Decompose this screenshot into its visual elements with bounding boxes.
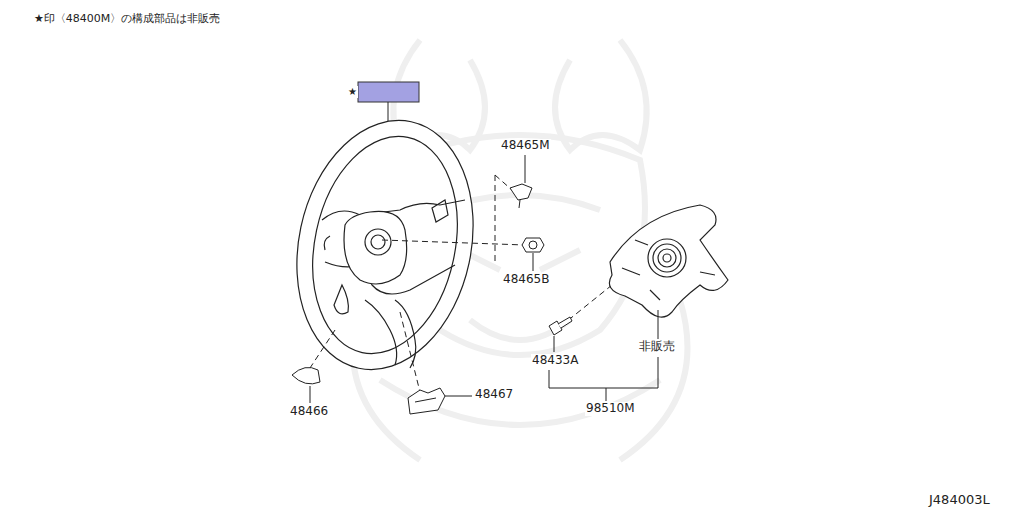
leader-line <box>310 386 311 403</box>
nut <box>522 238 544 252</box>
star-mark: ★ <box>347 86 358 98</box>
not-sold-note: 非販売 <box>638 340 676 354</box>
leader-line <box>533 253 534 271</box>
note-text: ★印〈48400M〉の構成部品は非販売 <box>33 13 221 26</box>
callout-number: 48466 <box>289 405 329 419</box>
callout-number: 98510M <box>585 402 636 416</box>
callout-number: 48433A <box>531 354 579 368</box>
cover-part <box>292 367 320 383</box>
clip-part <box>510 184 532 208</box>
airbag-module <box>609 205 728 317</box>
dashed-leader <box>310 175 612 392</box>
diagram-code: J484003L <box>928 493 991 508</box>
leader-line <box>525 155 526 183</box>
callout-number: 48465B <box>502 273 550 287</box>
leader-line <box>445 396 472 397</box>
steering-wheel <box>275 104 496 386</box>
callout-number: 48465M <box>500 139 551 153</box>
finisher-part <box>408 388 445 414</box>
callout-number: 48467 <box>474 388 514 402</box>
bolt <box>549 317 572 335</box>
leader-line <box>388 102 389 121</box>
part-number-box <box>358 82 419 102</box>
